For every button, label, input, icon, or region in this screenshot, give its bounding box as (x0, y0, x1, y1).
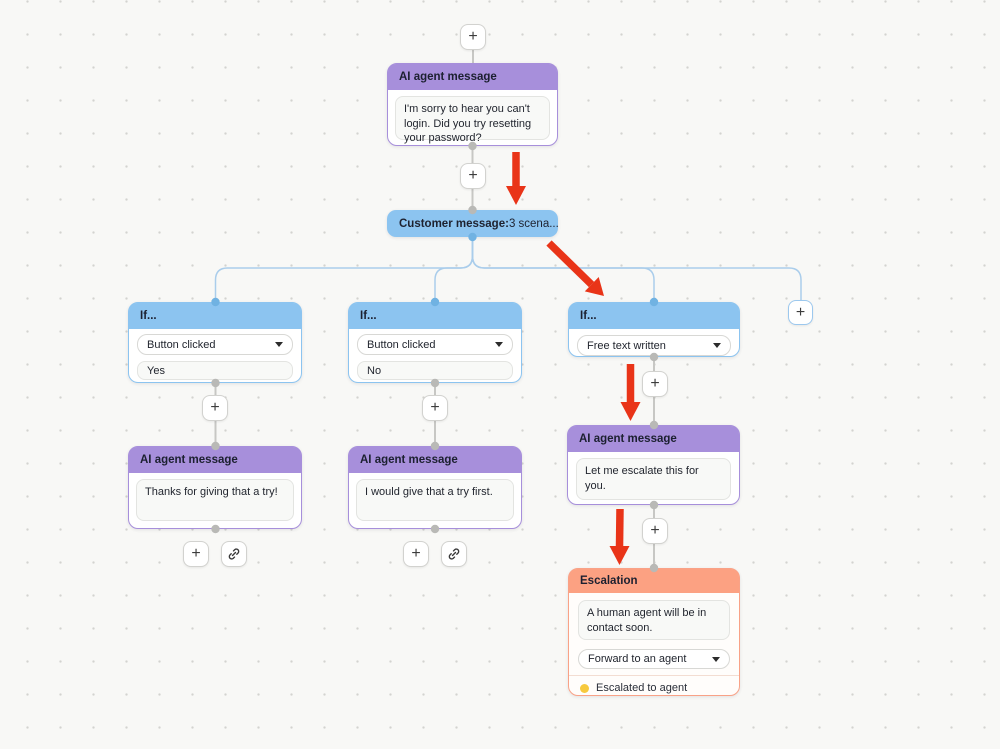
node-if-yes[interactable]: If... Button clicked Yes (128, 302, 302, 383)
status-badge: Escalated to agent (596, 682, 688, 694)
node-title: AI agent message (140, 454, 238, 466)
node-body: Let me escalate this for you. (568, 452, 739, 506)
annotation-arrow-4 (609, 508, 630, 565)
escalation-status-row: Escalated to agent (578, 676, 730, 694)
plus-icon: + (650, 522, 660, 539)
node-ai-agent-message-middle[interactable]: AI agent message I would give that a try… (348, 446, 522, 529)
chevron-down-icon (275, 342, 283, 347)
condition-select-value: Button clicked (367, 338, 436, 351)
add-node-button-branch3-end[interactable]: + (642, 518, 668, 544)
add-node-button-top[interactable]: + (460, 24, 486, 50)
plus-icon: + (650, 375, 660, 392)
condition-value-text: No (367, 364, 382, 377)
escalation-action-select[interactable]: Forward to an agent (578, 649, 730, 669)
node-title: AI agent message (579, 433, 677, 445)
condition-value-text: Yes (147, 364, 165, 377)
node-body: Thanks for giving that a try! (129, 473, 301, 527)
message-textarea[interactable]: Thanks for giving that a try! (136, 479, 294, 521)
node-title: AI agent message (360, 454, 458, 466)
message-textarea[interactable]: I would give that a try first. (356, 479, 514, 521)
plus-icon: + (210, 399, 220, 416)
branch-edges (214, 237, 802, 302)
node-escalation[interactable]: Escalation A human agent will be in cont… (568, 568, 740, 696)
node-header: AI agent message (129, 447, 301, 473)
add-node-button-mid[interactable]: + (460, 163, 486, 189)
plus-icon: + (468, 167, 478, 184)
chevron-down-icon (713, 343, 721, 348)
node-ai-agent-message-right[interactable]: AI agent message Let me escalate this fo… (567, 425, 740, 505)
condition-value-input[interactable]: Yes (137, 361, 293, 380)
node-title: AI agent message (399, 71, 497, 83)
chevron-down-icon (712, 656, 720, 662)
divider (569, 675, 739, 676)
node-body: Free text written (569, 329, 739, 362)
link-node-button-left-end[interactable] (221, 541, 247, 567)
plus-icon: + (468, 28, 478, 45)
message-textarea[interactable]: Let me escalate this for you. (576, 458, 731, 500)
blue-connector-dots (211, 232, 659, 307)
condition-select-value: Button clicked (147, 338, 216, 351)
node-if-free-text[interactable]: If... Free text written (568, 302, 740, 357)
node-customer-message[interactable]: Customer message:3 scena... (387, 210, 559, 237)
add-node-button-middle-end[interactable]: + (403, 541, 429, 567)
node-header: If... (129, 303, 301, 329)
annotation-arrow-3 (620, 364, 641, 421)
node-if-no[interactable]: If... Button clicked No (348, 302, 522, 383)
message-textarea[interactable]: I'm sorry to hear you can't login. Did y… (395, 96, 550, 144)
node-ai-agent-message-top[interactable]: AI agent message I'm sorry to hear you c… (387, 63, 558, 146)
plus-icon: + (795, 303, 806, 321)
node-title: Escalation (580, 575, 638, 587)
link-icon (448, 548, 460, 560)
node-ai-agent-message-left[interactable]: AI agent message Thanks for giving that … (128, 446, 302, 529)
add-branch-button[interactable]: + (788, 300, 813, 325)
add-node-button-branch2[interactable]: + (422, 395, 448, 421)
customer-message-value: 3 scena... (508, 217, 559, 230)
annotation-arrow-1 (506, 152, 526, 205)
node-header: AI agent message (388, 64, 557, 90)
node-body: A human agent will be in contact soon. F… (569, 593, 739, 701)
add-node-button-left-end[interactable]: + (183, 541, 209, 567)
node-body: Button clicked Yes (129, 329, 301, 385)
add-node-button-branch3[interactable]: + (642, 371, 668, 397)
condition-value-input[interactable]: No (357, 361, 513, 380)
link-node-button-middle-end[interactable] (441, 541, 467, 567)
node-body: Button clicked No (349, 329, 521, 385)
link-icon (228, 548, 240, 560)
annotation-arrow-2 (546, 240, 604, 296)
condition-select[interactable]: Button clicked (137, 334, 293, 355)
node-header: If... (569, 303, 739, 329)
plus-icon: + (430, 399, 440, 416)
customer-message-label: Customer message: (399, 217, 509, 230)
condition-select-value: Free text written (587, 339, 666, 352)
condition-select[interactable]: Free text written (577, 335, 731, 356)
node-title: If... (580, 310, 597, 322)
node-body: I'm sorry to hear you can't login. Did y… (388, 90, 557, 146)
chevron-down-icon (495, 342, 503, 347)
message-textarea[interactable]: A human agent will be in contact soon. (578, 600, 730, 640)
add-node-button-branch1[interactable]: + (202, 395, 228, 421)
node-title: If... (360, 310, 377, 322)
node-header: If... (349, 303, 521, 329)
escalation-action-value: Forward to an agent (588, 653, 687, 665)
node-header: AI agent message (568, 426, 739, 452)
plus-icon: + (411, 545, 421, 562)
node-title: If... (140, 310, 157, 322)
status-dot-icon (580, 683, 589, 693)
node-header: Escalation (569, 569, 739, 593)
plus-icon: + (191, 545, 201, 562)
condition-select[interactable]: Button clicked (357, 334, 513, 355)
node-body: I would give that a try first. (349, 473, 521, 527)
node-header: AI agent message (349, 447, 521, 473)
